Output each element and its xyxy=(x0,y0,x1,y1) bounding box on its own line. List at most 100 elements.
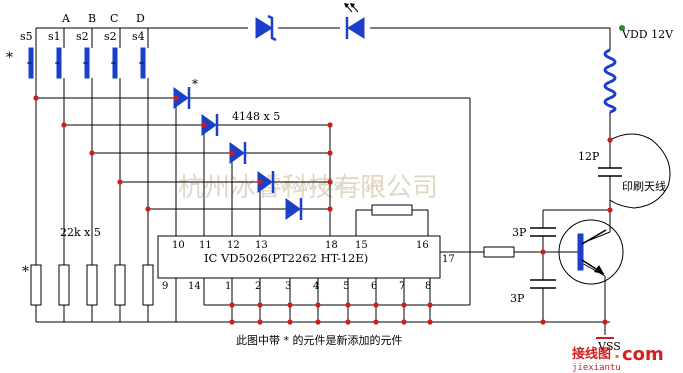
vdd-terminal xyxy=(619,25,625,31)
junction-node xyxy=(327,122,333,128)
switch-label-s2b: s2 xyxy=(104,30,117,43)
diode-icon xyxy=(285,198,303,220)
junction-node xyxy=(201,122,207,128)
switch-label-s5: s5 xyxy=(20,30,33,43)
junction-node xyxy=(427,319,433,325)
watermark-company: 杭州冰睿科技有限公司 xyxy=(178,173,438,203)
zener-diode-icon xyxy=(248,14,278,42)
ic-pin-7: 7 xyxy=(399,281,405,292)
ic-pin-14: 14 xyxy=(188,281,201,292)
key-label-c: C xyxy=(110,12,118,25)
encoder-ic: IC VD5026(PT2262 HT-12E) 10 11 12 13 18 … xyxy=(157,235,455,292)
inductor-icon xyxy=(603,48,617,114)
ic-pin-11: 11 xyxy=(199,240,212,251)
antenna-label: 印刷天线 xyxy=(622,179,666,193)
junction-node xyxy=(145,206,151,212)
junction-node xyxy=(401,302,407,308)
diode-star: * xyxy=(192,77,198,91)
junction-node xyxy=(327,206,333,212)
ic-label: IC VD5026(PT2262 HT-12E) xyxy=(204,251,368,265)
junction-node xyxy=(602,319,608,325)
resistor-icon xyxy=(30,264,42,306)
pushbutton-switch xyxy=(55,47,62,79)
cap-12p-label: 12P xyxy=(578,150,600,163)
junction-node xyxy=(540,319,546,325)
base-resistor-icon xyxy=(483,246,515,258)
switch-label-s4: s4 xyxy=(132,30,145,43)
switch-star: * xyxy=(6,50,13,66)
pushbutton-switch xyxy=(139,47,146,79)
capacitor-icon xyxy=(530,279,556,289)
junction-node xyxy=(33,95,39,101)
key-label-d: D xyxy=(136,12,145,25)
pushbutton-switch xyxy=(83,47,90,79)
ic-pin-1: 1 xyxy=(225,281,231,292)
ic-pin-2: 2 xyxy=(255,281,261,292)
switch-label-s2a: s2 xyxy=(76,30,89,43)
junction-node xyxy=(607,137,613,143)
junction-node xyxy=(315,319,321,325)
diode-label: 4148 x 5 xyxy=(232,110,280,123)
junction-nodes xyxy=(33,95,613,325)
junction-node xyxy=(327,150,333,156)
logo-cn: 接线图 xyxy=(572,346,611,362)
resistor-star: * xyxy=(22,264,29,280)
logo-domain: jiexiantu xyxy=(572,363,621,373)
junction-node xyxy=(345,319,351,325)
switch-label-s1: s1 xyxy=(48,30,61,43)
junction-node xyxy=(287,302,293,308)
ic-pin-13: 13 xyxy=(255,240,268,251)
junction-node xyxy=(257,302,263,308)
ic-pin-5: 5 xyxy=(343,281,349,292)
logo-dot: . xyxy=(614,343,620,362)
junction-node xyxy=(401,319,407,325)
junction-node xyxy=(257,179,263,185)
capacitor-icon xyxy=(598,167,622,177)
vss-label: VSS xyxy=(597,340,621,353)
resistor-icon xyxy=(86,264,98,306)
osc-resistor-icon xyxy=(371,204,413,216)
junction-node xyxy=(327,179,333,185)
pushbutton-switch xyxy=(111,47,118,79)
junction-node xyxy=(345,302,351,308)
resistor-icon xyxy=(142,264,154,306)
junction-node xyxy=(287,319,293,325)
switches: s5 s1 s2 s2 s4 A B C D * xyxy=(6,12,146,79)
key-label-b: B xyxy=(88,12,96,25)
ic-pin-9: 9 xyxy=(162,281,168,292)
antenna-loop xyxy=(609,133,671,209)
ic-pin-12: 12 xyxy=(227,240,240,251)
led-icon xyxy=(340,3,370,39)
cap-3p-bottom-label: 3P xyxy=(510,292,525,305)
vdd-label: VDD 12V xyxy=(621,28,674,41)
junction-node xyxy=(427,302,433,308)
ic-pin-18: 18 xyxy=(325,240,338,251)
junction-node xyxy=(540,249,546,255)
junction-node xyxy=(229,150,235,156)
ic-pin-8: 8 xyxy=(425,281,431,292)
ic-pin-15: 15 xyxy=(355,240,368,251)
junction-node xyxy=(315,302,321,308)
logo-com: com xyxy=(622,344,664,365)
junction-node xyxy=(607,207,613,213)
junction-node xyxy=(257,319,263,325)
junction-node xyxy=(373,302,379,308)
junction-node xyxy=(117,179,123,185)
key-label-a: A xyxy=(61,12,71,25)
ic-pin-4: 4 xyxy=(313,281,319,292)
junction-node xyxy=(173,95,179,101)
junction-node xyxy=(61,122,67,128)
junction-node xyxy=(229,302,235,308)
ic-pin-10: 10 xyxy=(172,240,185,251)
resistor-label: 22k x 5 xyxy=(60,226,101,239)
junction-node xyxy=(229,319,235,325)
junction-node xyxy=(89,150,95,156)
resistor-icon xyxy=(58,264,70,306)
site-logo: 接线图 . com jiexiantu xyxy=(572,343,664,373)
junction-node xyxy=(373,319,379,325)
resistor-icon xyxy=(114,264,126,306)
cap-3p-top-label: 3P xyxy=(512,226,527,239)
diodes: * 4148 x 5 xyxy=(173,77,303,220)
watermark: 杭州冰睿科技有限公司 www.dzsc.com xyxy=(178,173,438,203)
